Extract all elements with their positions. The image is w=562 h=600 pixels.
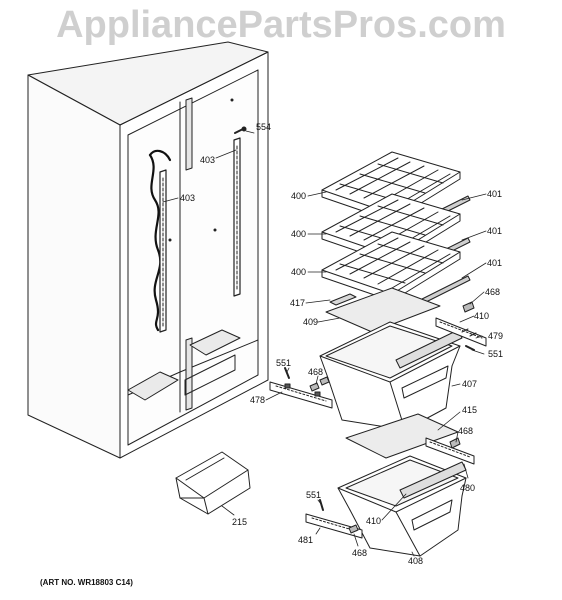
callout-215: 215 [232,517,247,527]
callout-481: 481 [298,535,313,545]
callout-554: 554 [256,122,271,132]
screw-554 [234,126,247,134]
leader-lines [162,130,487,557]
callout-408: 408 [408,556,423,566]
watermark-logo-text: AppliancePartsPros.com [56,4,506,46]
callout-468-lower-right: 468 [458,426,473,436]
callout-403-lower: 403 [180,193,195,203]
callout-551-right: 551 [488,349,503,359]
crisper-drawer-408 [337,455,467,557]
callout-400-top: 400 [291,191,306,201]
door-bin-215 [175,451,251,515]
cap-468-upper [462,301,475,313]
glass-cover-409 [325,287,441,333]
callout-400-middle: 400 [291,229,306,239]
drawer-slide-480 [425,437,475,465]
art-number: (ART NO. WR18803 C14) [40,578,133,587]
drawer-slide-478 [269,381,333,409]
shelf-rail-403-right [233,137,241,297]
callout-410-upper: 410 [474,311,489,321]
callout-468-upper: 468 [485,287,500,297]
screw-551-right [465,345,475,351]
callout-labels: 554 403 403 400 401 400 401 400 401 417 … [180,122,503,566]
cabinet-drawing [27,41,269,459]
screw-551-lower [319,499,324,511]
callout-409: 409 [303,317,318,327]
callout-401-top: 401 [487,189,502,199]
callout-551-lower: 551 [306,490,321,500]
callout-417: 417 [290,298,305,308]
callout-468-lower-left: 468 [352,548,367,558]
drawer-slide-479 [435,317,487,347]
cap-468-lower-right [449,437,461,449]
crisper-drawer-407 [319,321,463,431]
callout-401-middle: 401 [487,226,502,236]
callout-401-bottom: 401 [487,258,502,268]
shelf-rail-403-left [159,169,167,333]
callout-551-left: 551 [276,358,291,368]
cap-468-left-b [319,376,330,386]
callout-478: 478 [250,395,265,405]
drawer-slide-481 [305,513,363,539]
cap-468-left-a [309,382,320,392]
callout-479: 479 [488,331,503,341]
callout-400-bottom: 400 [291,267,306,277]
callout-480: 480 [460,483,475,493]
screw-551-left [284,367,290,379]
callout-403-upper: 403 [200,155,215,165]
cap-468-lower-left [348,524,359,534]
callout-468-left: 468 [308,367,323,377]
callout-407: 407 [462,379,477,389]
callout-410-lower: 410 [366,516,381,526]
callout-415: 415 [462,405,477,415]
